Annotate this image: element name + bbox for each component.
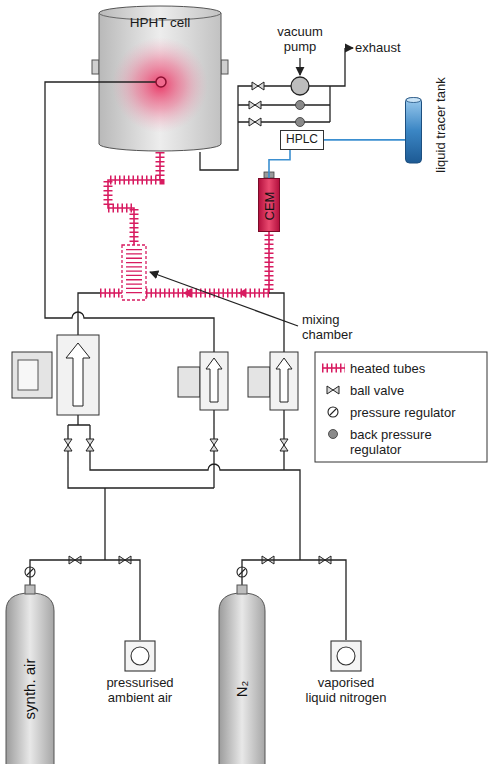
gas-pipe (78, 293, 100, 335)
source-symbol (124, 640, 156, 672)
cell-tab (221, 60, 228, 74)
tank-body (406, 98, 422, 163)
legend-back-pressure-regulator (329, 430, 338, 439)
pipe-connector (269, 150, 290, 178)
legend-heated-tube-hatch (322, 364, 345, 373)
legend-box (315, 352, 487, 462)
gas-cylinder: synth. air (5, 585, 55, 764)
node-text: liquid tracer tank (434, 77, 449, 172)
heated-tube (100, 292, 122, 294)
outlet-label: exhaust (355, 40, 401, 55)
mfc-body (200, 352, 228, 410)
mfc-arrow (66, 343, 90, 406)
legend-ball-valve (327, 386, 339, 394)
gas-cylinder: N₂ (218, 585, 266, 764)
node-text: pressurised ambient air (96, 676, 184, 706)
exhaust-arrow (345, 47, 353, 48)
mfc-body (57, 335, 99, 415)
heated-tube-hatch (146, 232, 269, 293)
mfc-arrow (206, 358, 222, 402)
mfc-actuator (248, 367, 270, 397)
node-text: CEM (263, 192, 278, 221)
cylinder-neck (25, 585, 35, 594)
cell-tab (92, 60, 99, 74)
node-text: HPHT cell (98, 15, 222, 31)
hplc-box: HPLC (280, 130, 324, 150)
legend-text: heated tubes (350, 361, 478, 376)
source-symbol (330, 640, 362, 672)
node-text: synth. air (21, 659, 38, 720)
heated-tube-hatch (108, 152, 160, 245)
bypass-pipe (238, 48, 345, 122)
flow-arrow (238, 289, 246, 298)
ball-valve (86, 439, 94, 451)
mixing-chamber (122, 245, 146, 300)
source-box (331, 641, 361, 671)
cem-box: CEM (258, 178, 280, 232)
part-label: mixing chamber (302, 312, 374, 342)
mfc-actuator (12, 352, 52, 398)
source-box (125, 641, 155, 671)
cylinder-outline (218, 585, 266, 764)
tank-outline (405, 68, 423, 168)
heated-tube (146, 232, 269, 293)
leader-arrow (299, 58, 300, 75)
gas-pipe (269, 293, 284, 352)
part-label: vacuum pump (268, 24, 332, 54)
cell-body (99, 6, 221, 151)
cylinder-body (6, 593, 54, 764)
vacuum-pump-symbol (291, 77, 309, 95)
sensor (156, 77, 166, 87)
ball-valve (249, 101, 261, 109)
back-pressure-regulator (296, 101, 305, 110)
tracer-tank: liquid tracer tank (405, 68, 455, 183)
legend-text: ball valve (350, 383, 478, 398)
flow-arrow (183, 289, 191, 298)
heat-glow (112, 37, 208, 133)
legend-pressure-regulator-mark (330, 409, 336, 415)
mfc-actuator (178, 367, 200, 397)
nitrogen-source: vaporised liquid nitrogen (302, 640, 390, 706)
ball-valve (252, 82, 264, 90)
leader-arrow (150, 272, 298, 326)
mfc-actuator-detail (18, 360, 38, 390)
hpht-cell: HPHT cell (98, 5, 222, 152)
heated-tube-hatch (100, 289, 122, 298)
node-text: N₂ (233, 681, 250, 698)
mfc-arrow (276, 358, 292, 402)
legend-text: pressure regulator (350, 405, 478, 420)
cylinder-body (219, 593, 265, 764)
air-source: pressurised ambient air (96, 640, 184, 706)
pipe-connector (324, 139, 405, 141)
node-text: HPLC (286, 133, 318, 147)
heated-tube (108, 152, 160, 245)
ball-valve (64, 439, 72, 451)
ball-valve (249, 118, 261, 126)
node-text: vaporised liquid nitrogen (302, 676, 390, 706)
sensor-wire (98, 81, 156, 82)
ball-valve (210, 439, 218, 451)
mixing-chamber-hatch (126, 249, 142, 296)
mfc-body (270, 352, 298, 410)
back-pressure-regulator (296, 118, 305, 127)
tank-top (406, 98, 421, 103)
legend-text: back pressure regulator (350, 427, 478, 457)
ball-valve (280, 439, 288, 451)
supply-pipe (68, 410, 300, 560)
cylinder-neck (237, 585, 247, 594)
source-dial (337, 647, 355, 665)
source-dial (131, 647, 149, 665)
legend-pressure-regulator (328, 407, 338, 417)
legend-heated-tube (322, 367, 345, 369)
